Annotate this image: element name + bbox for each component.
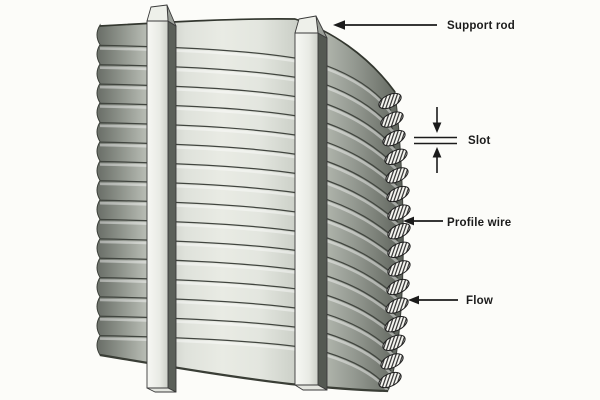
flow-arrowhead-icon (408, 295, 419, 305)
support-rod-left-front (146, 20, 169, 389)
support-rod-right-front (294, 32, 319, 386)
profile-wire-label: Profile wire (447, 217, 511, 229)
wire-cross-section (385, 297, 409, 314)
wire-cross-section (387, 260, 411, 277)
support-rod-right-bottom (294, 384, 328, 391)
support-rod-left-side (167, 20, 177, 393)
wire-cross-section (380, 353, 404, 370)
wire-cross-section (386, 278, 410, 296)
support-rod-arrowhead-icon (333, 20, 345, 30)
profile-wire-annotation: Profile wire (403, 216, 511, 229)
wire-cross-section (382, 130, 406, 147)
wire-cross-section (384, 148, 408, 165)
support-rod-left (146, 4, 177, 393)
slot-arrow-down-icon (432, 122, 442, 133)
slot-label: Slot (468, 135, 491, 147)
wire-cross-section (387, 241, 411, 258)
slot-annotation: Slot (414, 107, 491, 173)
wire-cross-section (378, 92, 402, 110)
wire-cross-section (386, 185, 410, 203)
support-rod-label: Support rod (447, 20, 515, 32)
support-rod-left-bottom (146, 387, 177, 393)
wire-cross-section (382, 334, 406, 351)
support-rod-left-cap (146, 4, 169, 22)
support-rod-right-side (317, 32, 328, 391)
profile-wire-arrowhead-icon (403, 216, 414, 226)
support-rod-right (294, 15, 328, 391)
slot-arrow-up-icon (432, 147, 442, 158)
wire-cross-section (387, 223, 411, 240)
support-rod-annotation: Support rod (333, 20, 515, 32)
wire-cross-section (380, 111, 404, 128)
wire-cross-sections (378, 92, 411, 389)
wire-cross-section (387, 204, 411, 221)
support-rod-right-cap (294, 15, 319, 34)
flow-label: Flow (466, 295, 493, 307)
wire-cross-section (385, 167, 409, 184)
wire-cross-section (378, 371, 402, 389)
flow-annotation: Flow (408, 295, 493, 307)
wire-cross-section (384, 316, 408, 333)
